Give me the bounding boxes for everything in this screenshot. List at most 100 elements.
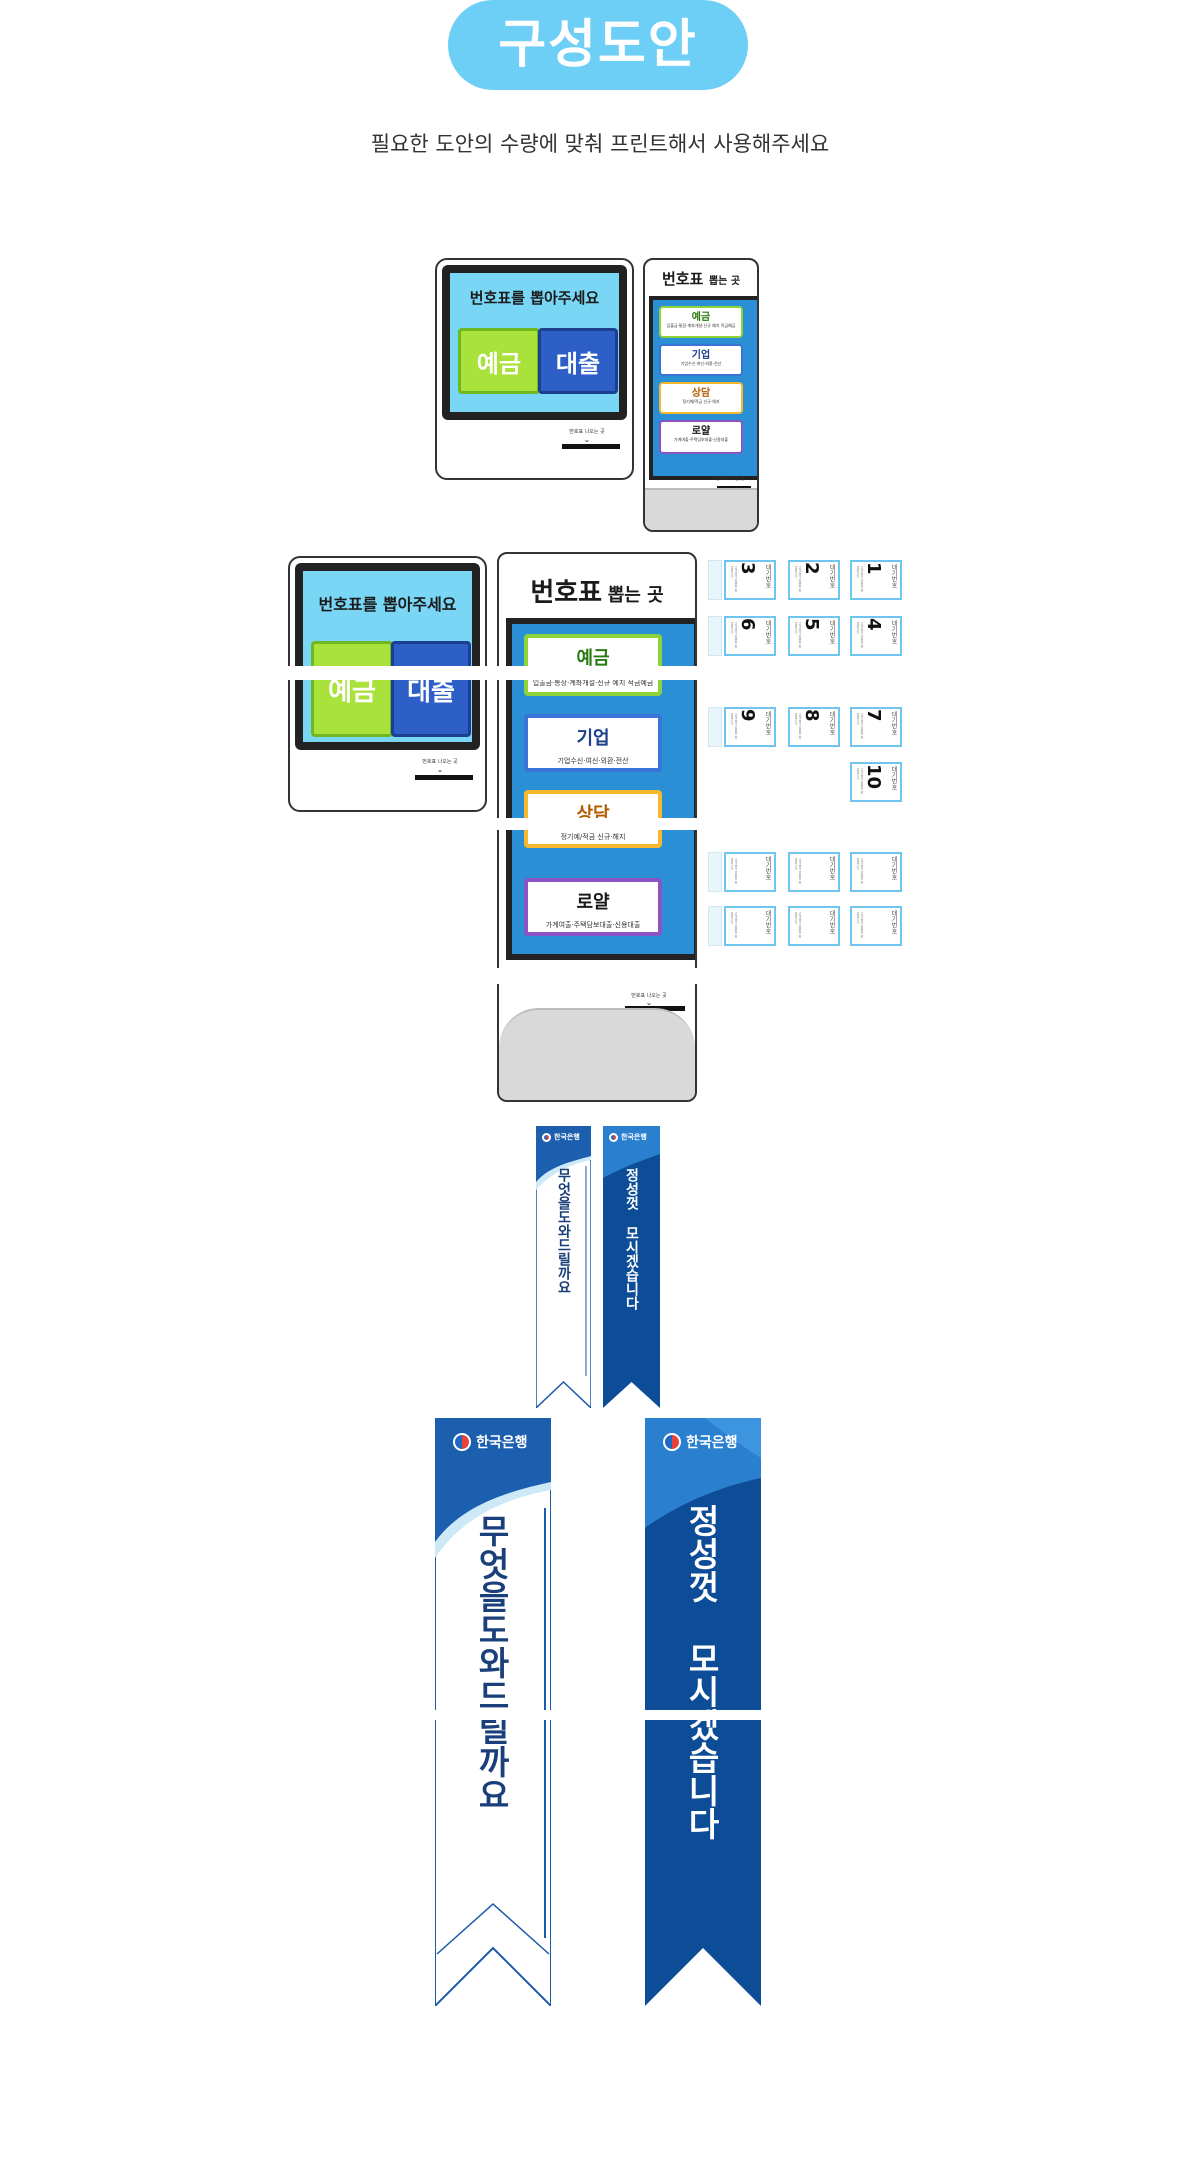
menu-button-royal[interactable]: 로얄 가계여출·주택담보대출·신용대출 — [659, 420, 743, 454]
ticket-stub — [708, 560, 722, 600]
kiosk-tall-title: 번호표 뽑는 곳 — [645, 268, 757, 289]
kiosk-base — [499, 1008, 695, 1100]
ticket-number: 4 — [863, 618, 884, 631]
kiosk-screen-display: 번호표를 뽑아주세요 예금 대출 — [450, 273, 619, 412]
kiosk-title: 번호표를 뽑아주세요 — [318, 595, 457, 614]
cut-line — [497, 818, 697, 830]
chevron-down-icon: ⌄ — [436, 765, 444, 774]
kiosk-screen: 예금 입출금·통장·계좌개설·신규 예치 적금예금 기업 기업수신·여신·외환·… — [649, 296, 757, 480]
menu-button-desc: 기업수신·여신·외환·전산 — [680, 361, 722, 366]
ticket-label: 대기번호 — [890, 711, 897, 735]
ticket-fine-print: 고객님의 방문을 환영합니다 — [856, 768, 864, 794]
menu-button-desc: 정기예/적금 신규·해지 — [560, 833, 626, 841]
ticket-label: 대기번호 — [764, 711, 771, 735]
menu-button-desc: 기업수신·여신·외환·전산 — [557, 757, 629, 765]
menu-button-deposit[interactable]: 예금 입출금·통장·계좌개설·신규 예치 적금예금 — [659, 306, 743, 338]
ticket-stub — [708, 852, 722, 892]
ticket-number: 5 — [801, 618, 822, 631]
ticket-stub — [708, 707, 722, 747]
menu-button-business[interactable]: 기업 기업수신·여신·외환·전산 — [659, 344, 743, 376]
deposit-button[interactable]: 예금 — [311, 641, 393, 737]
bank-logo: 한국은행 — [609, 1132, 647, 1142]
banner-text: 무엇을도와드릴까요 — [555, 1168, 572, 1294]
menu-button-business[interactable]: 기업 기업수신·여신·외환·전산 — [524, 714, 662, 772]
ticket-fine-print: 고객님의 방문을 환영합니다 — [794, 912, 802, 938]
menu-button-label: 상담 — [691, 388, 711, 399]
kiosk-base — [645, 488, 757, 530]
ticket-fine-print: 고객님의 방문을 환영합니다 — [856, 566, 864, 592]
ticket-label: 대기번호 — [890, 620, 897, 644]
ticket-fine-print: 고객님의 방문을 환영합니다 — [794, 566, 802, 592]
kiosk-screen: 번호표를 뽑아주세요 예금 대출 — [442, 265, 627, 420]
chevron-down-icon: ⌄ — [583, 435, 591, 444]
number-ticket: 9 대기번호 고객님의 방문을 환영합니다 — [724, 707, 776, 747]
menu-button-label: 기업 — [691, 350, 711, 361]
bank-logo-icon — [663, 1433, 681, 1451]
ticket-label: 대기번호 — [828, 620, 835, 644]
ticket-number: 6 — [737, 618, 758, 631]
menu-button-desc: 가계여출·주택담보대출·신용대출 — [545, 921, 641, 929]
kiosk-title: 번호표를 뽑아주세요 — [469, 289, 600, 307]
ticket-label: 대기번호 — [828, 711, 835, 735]
bank-logo-icon — [453, 1433, 471, 1451]
ticket-stub — [708, 616, 722, 656]
ticket-label: 대기번호 — [764, 856, 771, 880]
menu-button-label: 예금 — [691, 312, 711, 323]
ticket-fine-print: 고객님의 방문을 환영합니다 — [730, 912, 738, 938]
banner-text: 정성껏 모시겠습니다 — [623, 1168, 640, 1310]
kiosk-title-big: 번호표 — [661, 270, 704, 288]
bank-logo-text: 한국은행 — [686, 1435, 738, 1451]
kiosk-screen-display: 번호표를 뽑아주세요 예금 대출 — [303, 571, 472, 742]
kiosk-tall-small: 번호표 뽑는 곳 예금 입출금·통장·계좌개설·신규 예치 적금예금 기업 기업… — [643, 258, 759, 532]
loan-button[interactable]: 대출 — [538, 328, 618, 394]
ticket-number: 10 — [863, 764, 884, 790]
menu-button-desc: 정기예/적금 신규·해지 — [682, 399, 720, 404]
menu-button-desc: 입출금·통장·계좌개설·신규 예치 적금예금 — [666, 323, 736, 328]
ticket-outlet-caption: 번호표 나오는 곳 — [715, 476, 745, 481]
bank-logo-icon — [609, 1132, 618, 1142]
menu-button-label: 로얄 — [691, 426, 711, 437]
menu-button-royal[interactable]: 로얄 가계여출·주택담보대출·신용대출 — [524, 878, 662, 936]
ticket-fine-print: 고객님의 방문을 환영합니다 — [730, 713, 738, 739]
bank-logo: 한국은행 — [663, 1432, 738, 1452]
chevron-down-icon: ⌄ — [645, 998, 653, 1007]
ticket-label: 대기번호 — [890, 564, 897, 588]
menu-button-deposit[interactable]: 예금 입출금·통장·계좌개설·신규 예치 적금예금 — [524, 634, 662, 696]
ticket-fine-print: 고객님의 방문을 환영합니다 — [856, 622, 864, 648]
cut-line — [497, 968, 697, 984]
ticket-number: 9 — [737, 709, 758, 722]
kiosk-wide-small: 번호표를 뽑아주세요 예금 대출 번호표 나오는 곳 ⌄ — [435, 258, 634, 480]
bank-logo-text: 한국은행 — [476, 1435, 528, 1451]
banner-white-small: 한국은행 무엇을도와드릴까요 — [536, 1126, 591, 1408]
loan-button[interactable]: 대출 — [391, 641, 471, 737]
ticket-fine-print: 고객님의 방문을 환영합니다 — [856, 858, 864, 884]
ticket-number: 7 — [863, 709, 884, 722]
banner-blue-small: 한국은행 정성껏 모시겠습니다 — [603, 1126, 660, 1408]
banner-shape — [536, 1126, 591, 1408]
banner-text: 정성껏 모시겠습니다 — [682, 1504, 721, 1840]
number-ticket: 10 대기번호 고객님의 방문을 환영합니다 — [850, 762, 902, 802]
ticket-fine-print: 고객님의 방문을 환영합니다 — [730, 858, 738, 884]
ticket-label: 대기번호 — [890, 910, 897, 934]
blank-ticket: 대기번호 고객님의 방문을 환영합니다 — [850, 852, 902, 892]
menu-button-consult[interactable]: 상담 정기예/적금 신규·해지 — [659, 382, 743, 414]
ticket-number: 3 — [737, 562, 758, 575]
banner-text: 무엇을도와드릴까요 — [472, 1514, 511, 1811]
menu-button-label: 로얄 — [576, 892, 610, 913]
ticket-fine-print: 고객님의 방문을 환영합니다 — [794, 713, 802, 739]
bank-logo-text: 한국은행 — [621, 1133, 647, 1141]
ticket-label: 대기번호 — [890, 766, 897, 790]
section-title: 구성도안 — [498, 15, 698, 75]
ticket-label: 대기번호 — [890, 856, 897, 880]
cut-line — [435, 1710, 761, 1720]
bank-logo: 한국은행 — [542, 1132, 580, 1142]
deposit-button[interactable]: 예금 — [458, 328, 540, 394]
